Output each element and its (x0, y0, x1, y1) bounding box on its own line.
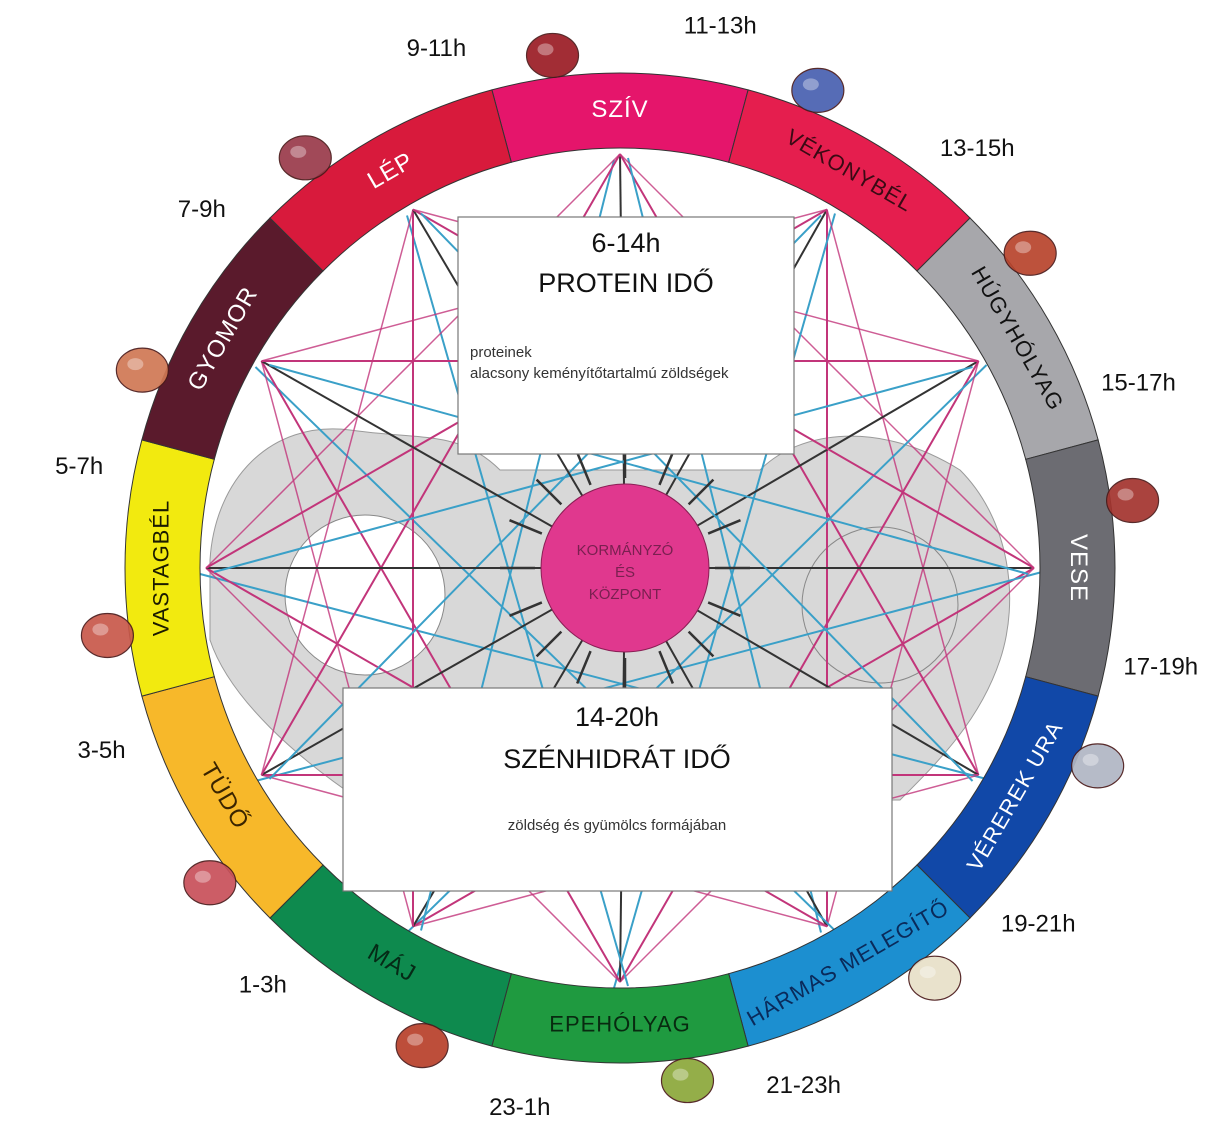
protein-box-time: 6-14h (591, 228, 660, 258)
time-label-7: 23-1h (489, 1094, 550, 1121)
spleen-icon (278, 135, 332, 181)
lungs-icon (183, 860, 237, 906)
protein-box-line-2: alacsony keményítőtartalmú zöldségek (470, 365, 729, 382)
time-labels: 11-13h 13-15h 15-17h 17-19h 19-21h 21-23h 23-1… (55, 13, 1198, 1122)
hub-spoke (576, 452, 592, 486)
hub-spoke (707, 601, 741, 617)
carb-box-frame (342, 687, 893, 892)
segment-12 (269, 89, 512, 272)
time-label-3: 15-17h (1101, 370, 1176, 397)
center-line-1: KORMÁNYZÓ (577, 542, 674, 559)
heart-icon (525, 32, 580, 79)
organ-icons (80, 32, 1160, 1104)
hub-spoke (535, 478, 563, 506)
time-label-1: 11-13h (684, 13, 757, 40)
blue-chord (269, 364, 1029, 575)
blue-chord (213, 366, 973, 573)
hub-spoke (509, 519, 543, 535)
protein-box-frame (457, 216, 795, 455)
carb-time-box: 14-20h SZÉNHIDRÁT IDŐ zöldség és gyümölc… (342, 687, 893, 892)
gallbladder-icon (660, 1057, 715, 1104)
time-label-4: 17-19h (1123, 654, 1198, 681)
kidney-icon (1105, 477, 1160, 524)
hub-spoke (687, 630, 715, 658)
time-label-10: 5-7h (55, 453, 103, 480)
hub-spoke (658, 452, 674, 486)
time-label-11: 7-9h (178, 196, 226, 223)
hub-spoke (535, 630, 563, 658)
center-line-2: ÉS (615, 564, 635, 581)
hub-spoke (509, 601, 543, 617)
time-label-12: 9-11h (407, 35, 467, 62)
hub-spoke (687, 478, 715, 506)
triple-burner-icon (908, 955, 962, 1001)
carb-box-title: SZÉNHIDRÁT IDŐ (503, 743, 731, 774)
time-label-6: 21-23h (766, 1072, 841, 1099)
bladder-icon (1003, 230, 1057, 276)
center-circle (540, 483, 710, 653)
colon-icon (80, 612, 135, 659)
small-intestine-icon (791, 67, 845, 113)
carb-box-time: 14-20h (575, 702, 659, 732)
segment-label-7: EPEHÓLYAG (549, 1011, 690, 1036)
protein-box-title: PROTEIN IDŐ (538, 267, 714, 298)
liver-icon (395, 1023, 449, 1069)
hub-spoke (576, 650, 592, 684)
segment-label-10: VASTAGBÉL (148, 500, 173, 637)
center-line-3: KÖZPONT (589, 585, 662, 603)
hub-spoke (658, 650, 674, 684)
time-label-8: 1-3h (239, 972, 287, 999)
center-hub: KORMÁNYZÓ ÉS KÖZPONT (540, 483, 710, 653)
circulation-icon (1071, 743, 1125, 789)
time-label-2: 13-15h (940, 135, 1015, 162)
hub-spoke (707, 519, 741, 535)
segment-label-1: SZÍV (591, 96, 648, 123)
stomach-icon (115, 347, 169, 393)
time-label-5: 19-21h (1001, 911, 1076, 938)
segment-label-4: VESE (1065, 534, 1092, 602)
protein-box-line-1: proteinek (470, 344, 532, 361)
time-label-9: 3-5h (78, 737, 126, 764)
protein-time-box: 6-14h PROTEIN IDŐ proteinek alacsony kem… (457, 216, 795, 455)
organ-ring (124, 72, 1116, 1064)
carb-box-line-1: zöldség és gyümölcs formájában (508, 817, 726, 834)
